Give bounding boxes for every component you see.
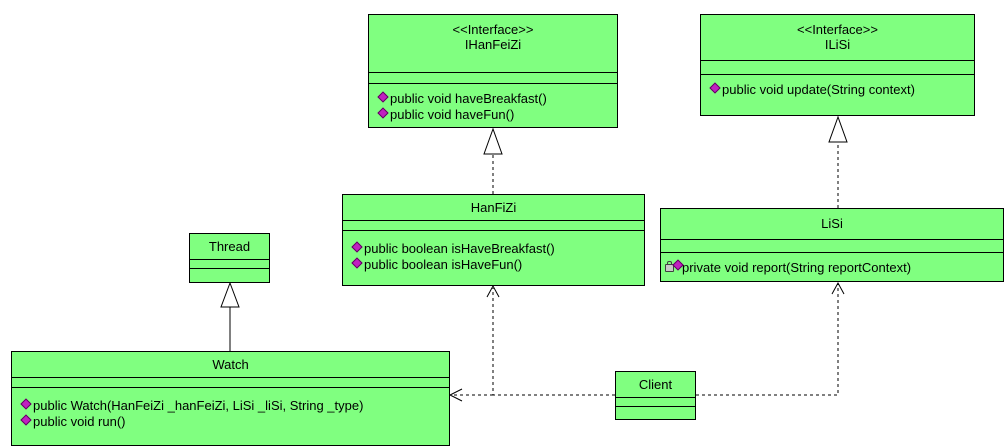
- dependency-arrowhead-hanfizi: [486, 284, 500, 298]
- method-item: public void update(String context): [701, 82, 974, 98]
- class-name: IHanFeiZi: [464, 37, 522, 52]
- method-section: public boolean isHaveBreakfast() public …: [343, 231, 644, 273]
- public-visibility-icon: [351, 257, 363, 269]
- method-item: public void haveFun(): [369, 107, 617, 123]
- realization-arrowhead-ilisi: [828, 115, 848, 143]
- class-watch[interactable]: Watch public Watch(HanFeiZi _hanFeiZi, L…: [11, 351, 450, 446]
- method-section: private void report(String reportContext…: [661, 253, 1003, 276]
- public-visibility-icon: [20, 398, 32, 410]
- attribute-section: [616, 398, 695, 407]
- class-client[interactable]: Client: [615, 371, 696, 420]
- method-item: public Watch(HanFeiZi _hanFeiZi, LiSi _l…: [12, 398, 449, 414]
- class-name: Watch: [212, 357, 249, 372]
- diagram-canvas: [220, 115, 848, 402]
- class-ihanfeizi[interactable]: <<Interface>> IHanFeiZi public void have…: [368, 14, 618, 128]
- class-header: Watch: [12, 352, 449, 378]
- dependency-arrowhead-watch: [448, 388, 463, 402]
- class-header: HanFiZi: [343, 195, 644, 221]
- class-name: HanFiZi: [470, 200, 517, 215]
- class-name: ILiSi: [824, 37, 851, 52]
- public-visibility-icon: [377, 107, 389, 119]
- class-header: Client: [616, 372, 695, 398]
- class-header: LiSi: [661, 209, 1003, 240]
- class-name: Thread: [208, 239, 251, 254]
- class-header: Thread: [190, 234, 269, 260]
- method-item: public boolean isHaveBreakfast(): [343, 241, 644, 257]
- stereotype-label: <<Interface>>: [797, 22, 878, 37]
- public-visibility-icon: [377, 91, 389, 103]
- public-visibility-icon: [20, 414, 32, 426]
- dependency-client-hanfizi: [492, 288, 615, 396]
- realization-arrowhead-ihanfeizi: [483, 127, 503, 155]
- class-ilisi[interactable]: <<Interface>> ILiSi public void update(S…: [700, 14, 975, 116]
- dependency-arrowhead-lisi: [831, 281, 845, 295]
- generalization-arrowhead-thread: [220, 281, 240, 308]
- class-hanfizi[interactable]: HanFiZi public boolean isHaveBreakfast()…: [342, 194, 645, 286]
- attribute-section: [12, 378, 449, 388]
- attribute-section: [369, 73, 617, 84]
- attribute-section: [661, 240, 1003, 253]
- class-thread[interactable]: Thread: [189, 233, 270, 283]
- private-lock-icon: [665, 261, 674, 272]
- stereotype-label: <<Interface>>: [452, 22, 534, 37]
- public-visibility-icon: [351, 241, 363, 253]
- method-section: public void haveBreakfast() public void …: [369, 84, 617, 123]
- public-visibility-icon: [709, 82, 721, 94]
- method-section: public Watch(HanFeiZi _hanFeiZi, LiSi _l…: [12, 388, 449, 430]
- class-header: <<Interface>> ILiSi: [701, 15, 974, 61]
- attribute-section: [701, 61, 974, 75]
- class-name: Client: [638, 377, 673, 392]
- class-name: LiSi: [821, 216, 843, 231]
- method-item: private void report(String reportContext…: [661, 259, 1003, 276]
- attribute-section: [343, 221, 644, 231]
- attribute-section: [190, 260, 269, 269]
- method-section: public void update(String context): [701, 75, 974, 98]
- dependency-client-lisi: [696, 283, 839, 396]
- class-header: <<Interface>> IHanFeiZi: [369, 15, 617, 73]
- method-item: public void haveBreakfast(): [369, 91, 617, 107]
- class-lisi[interactable]: LiSi private void report(String reportCo…: [660, 208, 1004, 282]
- method-item: public boolean isHaveFun(): [343, 257, 644, 273]
- method-item: public void run(): [12, 414, 449, 430]
